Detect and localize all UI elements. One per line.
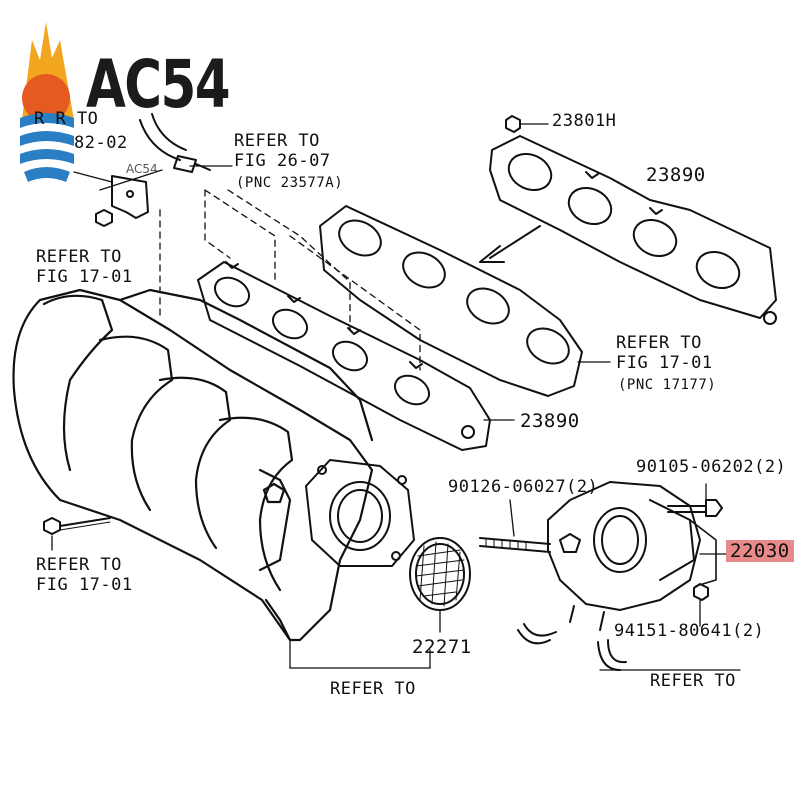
part-number-94151: 94151-80641(2) — [614, 621, 765, 641]
refer-fig-label: 82-02 — [74, 133, 128, 153]
refer-label: REFER TO — [616, 333, 702, 353]
refer-label: R R TO — [34, 109, 99, 129]
watermark-text: AC54 — [126, 162, 158, 176]
gasket-22271 — [409, 537, 471, 633]
logo-text: AC54 — [86, 46, 231, 123]
part-number-23801h: 23801H — [552, 111, 617, 131]
gasket-lower — [197, 261, 515, 451]
refer-fig-label: FIG 26-07 — [234, 151, 331, 171]
gasket-middle — [319, 205, 611, 397]
highlight-marker: 22030 — [726, 540, 794, 562]
refer-fig-label: FIG 17-01 — [36, 267, 133, 287]
throttle-body — [547, 481, 731, 631]
hose-lower — [517, 623, 741, 671]
manifold-flange — [305, 459, 415, 567]
refer-fig-label: FIG 17-01 — [36, 575, 133, 595]
logo-mark — [20, 22, 74, 182]
nut-94151 — [693, 583, 709, 627]
dashed-leaders — [159, 189, 421, 371]
part-number-23890-upper: 23890 — [646, 164, 706, 186]
refer-label: REFER TO — [234, 131, 320, 151]
pnc-label: (PNC 17177) — [618, 377, 717, 393]
refer-fig-label: FIG 17-01 — [616, 353, 713, 373]
pnc-label: (PNC 23577A) — [236, 175, 344, 191]
refer-label: REFER TO — [650, 671, 736, 691]
gasket-upper — [489, 115, 777, 325]
direction-arrow — [479, 225, 541, 263]
part-number-22030: 22030 — [726, 540, 794, 562]
part-number-22271: 22271 — [412, 636, 472, 658]
refer-label: REFER TO — [36, 555, 122, 575]
stud-bolt — [479, 499, 551, 553]
bracket — [73, 169, 163, 227]
refer-label: REFER TO — [36, 247, 122, 267]
bolt-left — [43, 517, 111, 551]
part-number-23890-lower: 23890 — [520, 410, 580, 432]
bolt-90105 — [667, 483, 723, 517]
hose-fitting — [139, 113, 233, 173]
part-number-90105: 90105-06202(2) — [636, 457, 787, 477]
intake-manifold — [12, 288, 431, 669]
refer-label: REFER TO — [330, 679, 416, 699]
part-number-90126: 90126-06027(2) — [448, 477, 599, 497]
